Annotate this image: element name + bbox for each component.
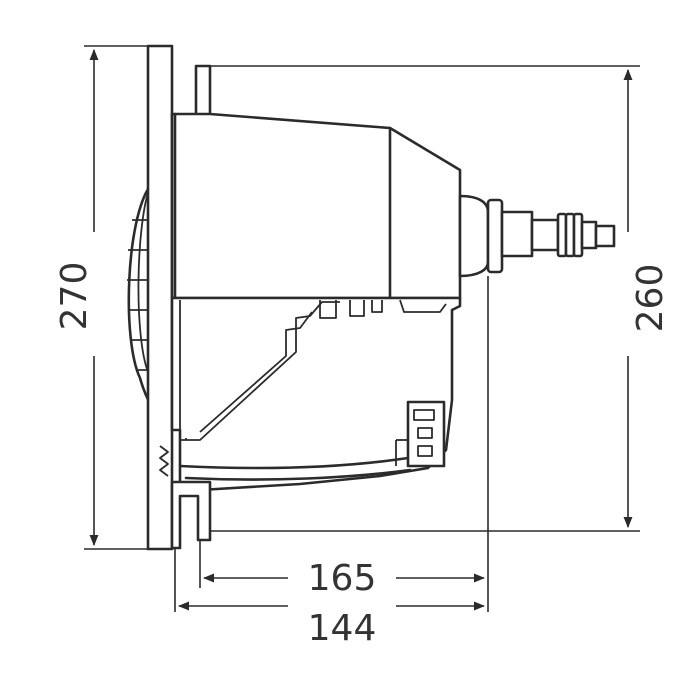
dimension-lines — [84, 45, 640, 612]
cable-gland — [458, 194, 616, 278]
bottom-foot — [170, 480, 212, 550]
upper-housing — [170, 112, 462, 300]
dim-label-270: 270 — [54, 262, 95, 331]
mounting-clip — [395, 400, 446, 468]
spring-clip — [159, 445, 169, 477]
dim-label-144: 144 — [308, 608, 377, 649]
dim-label-260: 260 — [630, 264, 671, 333]
front-flange — [146, 44, 174, 551]
lamp-housing — [127, 44, 616, 551]
dim-label-165: 165 — [308, 558, 377, 599]
